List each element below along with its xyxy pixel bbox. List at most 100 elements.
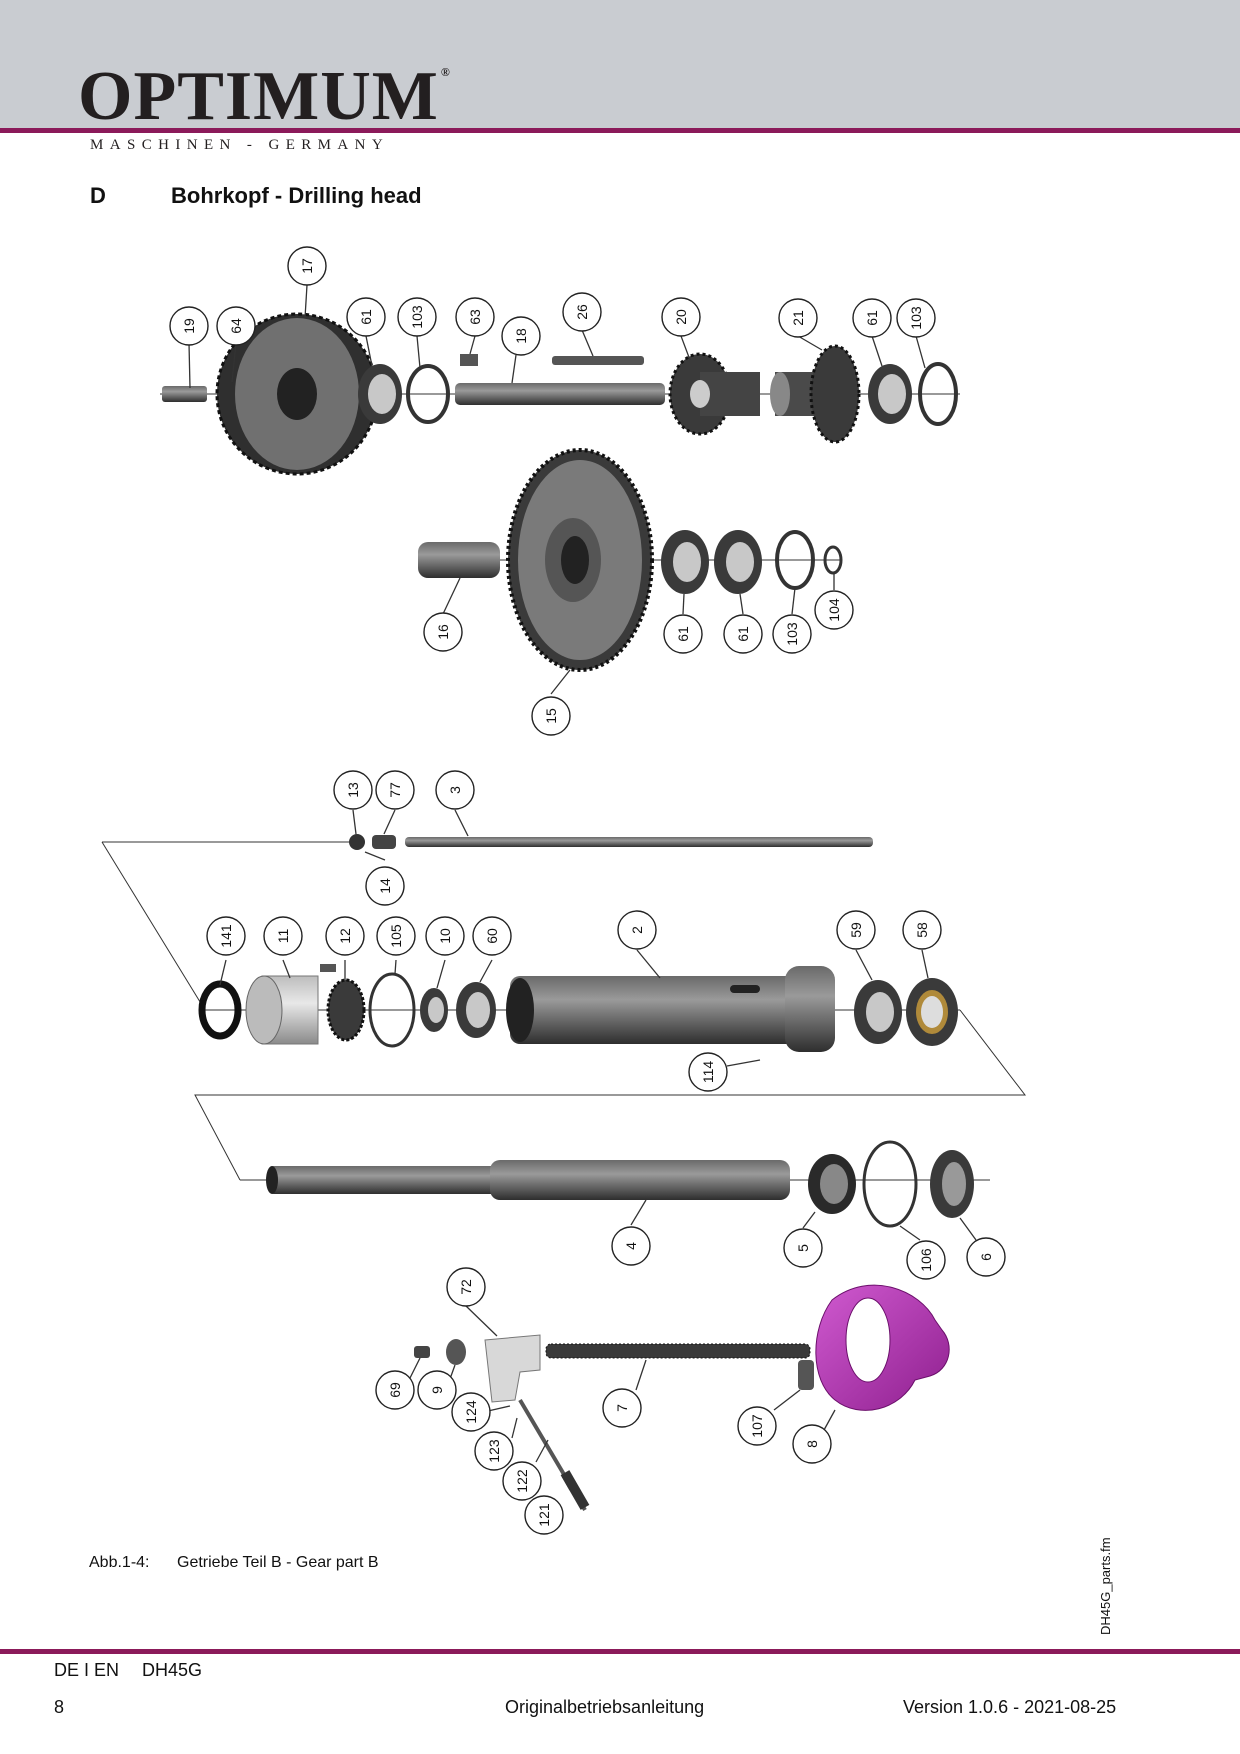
callout-61c: 61	[663, 614, 703, 654]
footer-document-type: Originalbetriebsanleitung	[505, 1697, 705, 1717]
svg-text:60: 60	[484, 928, 500, 944]
group-upper-shaft	[160, 312, 960, 476]
callout-11: 11	[263, 916, 303, 956]
callout-123: 123	[474, 1431, 514, 1471]
svg-text:104: 104	[826, 598, 842, 622]
figure-caption: Abb.1-4: Getriebe Teil B - Gear part B	[89, 1554, 379, 1572]
brand-name: OPTIMUM	[78, 58, 439, 135]
svg-text:18: 18	[513, 328, 529, 344]
svg-text:20: 20	[673, 309, 689, 325]
svg-text:61: 61	[735, 626, 751, 642]
leader-lines	[188, 284, 977, 1491]
callout-69: 69	[375, 1370, 415, 1410]
callout-61d: 61	[723, 614, 763, 654]
callout-72: 72	[446, 1267, 486, 1307]
callout-104: 104	[814, 590, 854, 630]
figure-title: Getriebe Teil B - Gear part B	[177, 1554, 379, 1571]
callout-16: 16	[423, 612, 463, 652]
svg-text:72: 72	[458, 1279, 474, 1295]
callout-77: 77	[375, 770, 415, 810]
svg-text:77: 77	[387, 782, 403, 798]
callout-13: 13	[333, 770, 373, 810]
footer-page-number: 8	[54, 1697, 65, 1717]
svg-text:12: 12	[337, 928, 353, 944]
svg-text:26: 26	[574, 304, 590, 320]
callout-21: 21	[778, 298, 818, 338]
side-file-label: DH45G_parts.fm	[1098, 1537, 1113, 1635]
svg-text:15: 15	[543, 708, 559, 724]
callout-bubbles: 17 19 64 61 103 63 18 26 20 21 61 103 16…	[169, 246, 1006, 1535]
svg-text:4: 4	[623, 1242, 639, 1250]
svg-text:103: 103	[908, 306, 924, 330]
svg-text:106: 106	[918, 1248, 934, 1272]
brand-logo: OPTIMUM®	[78, 62, 451, 132]
callout-58: 58	[902, 910, 942, 950]
svg-text:64: 64	[228, 318, 244, 334]
callout-19: 19	[169, 306, 209, 346]
svg-text:122: 122	[514, 1469, 530, 1493]
callout-12: 12	[325, 916, 365, 956]
callout-64: 64	[216, 306, 256, 346]
callout-105: 105	[376, 916, 416, 956]
svg-text:61: 61	[358, 309, 374, 325]
callout-14: 14	[365, 866, 405, 906]
section-title: Bohrkopf - Drilling head	[171, 183, 422, 208]
svg-text:19: 19	[181, 318, 197, 334]
callout-20: 20	[661, 297, 701, 337]
svg-text:8: 8	[804, 1440, 820, 1448]
callout-18: 18	[501, 316, 541, 356]
callout-141: 141	[206, 916, 246, 956]
svg-text:17: 17	[299, 258, 315, 274]
group-quill	[101, 834, 1027, 1181]
svg-text:11: 11	[275, 929, 291, 944]
svg-text:9: 9	[429, 1386, 445, 1394]
footer-languages: DE I EN	[54, 1660, 120, 1680]
svg-text:59: 59	[848, 922, 864, 938]
svg-text:14: 14	[377, 878, 393, 894]
callout-107: 107	[737, 1406, 777, 1446]
callout-103b: 103	[896, 298, 936, 338]
svg-text:63: 63	[467, 309, 483, 325]
callout-15: 15	[531, 696, 571, 736]
section-letter: D	[90, 183, 106, 208]
svg-text:103: 103	[784, 622, 800, 646]
callout-9: 9	[417, 1370, 457, 1410]
footer-model: DH45G	[142, 1660, 203, 1680]
callout-59: 59	[836, 910, 876, 950]
callout-124: 124	[451, 1392, 491, 1432]
callout-10: 10	[425, 916, 465, 956]
callout-5: 5	[783, 1228, 823, 1268]
svg-text:3: 3	[447, 786, 463, 794]
callout-121: 121	[524, 1495, 564, 1535]
callout-4: 4	[611, 1226, 651, 1266]
callout-26: 26	[562, 292, 602, 332]
header-band	[0, 0, 1240, 128]
svg-text:121: 121	[536, 1503, 552, 1527]
svg-text:10: 10	[437, 928, 453, 944]
svg-text:7: 7	[614, 1404, 630, 1412]
callout-61a: 61	[346, 297, 386, 337]
footer-version: Version 1.0.6 - 2021-08-25	[903, 1697, 1117, 1717]
svg-text:124: 124	[463, 1400, 479, 1424]
callout-8: 8	[792, 1424, 832, 1464]
footer-rule	[0, 1649, 1240, 1654]
header-rule	[0, 128, 1240, 133]
svg-text:61: 61	[675, 626, 691, 642]
callout-114: 114	[688, 1052, 728, 1092]
callout-3: 3	[435, 770, 475, 810]
svg-text:114: 114	[700, 1061, 716, 1084]
figure-number: Abb.1-4:	[89, 1554, 150, 1571]
registered-mark: ®	[440, 65, 451, 79]
svg-text:123: 123	[486, 1439, 502, 1463]
svg-text:58: 58	[914, 922, 930, 938]
callout-17: 17	[287, 246, 327, 286]
callout-6: 6	[966, 1237, 1006, 1277]
svg-text:69: 69	[387, 1382, 403, 1398]
callout-61b: 61	[852, 298, 892, 338]
brand-tagline: MASCHINEN - GERMANY	[90, 137, 390, 153]
svg-text:61: 61	[864, 310, 880, 326]
callout-63: 63	[455, 297, 495, 337]
svg-text:21: 21	[790, 310, 806, 326]
svg-text:141: 141	[218, 924, 234, 948]
